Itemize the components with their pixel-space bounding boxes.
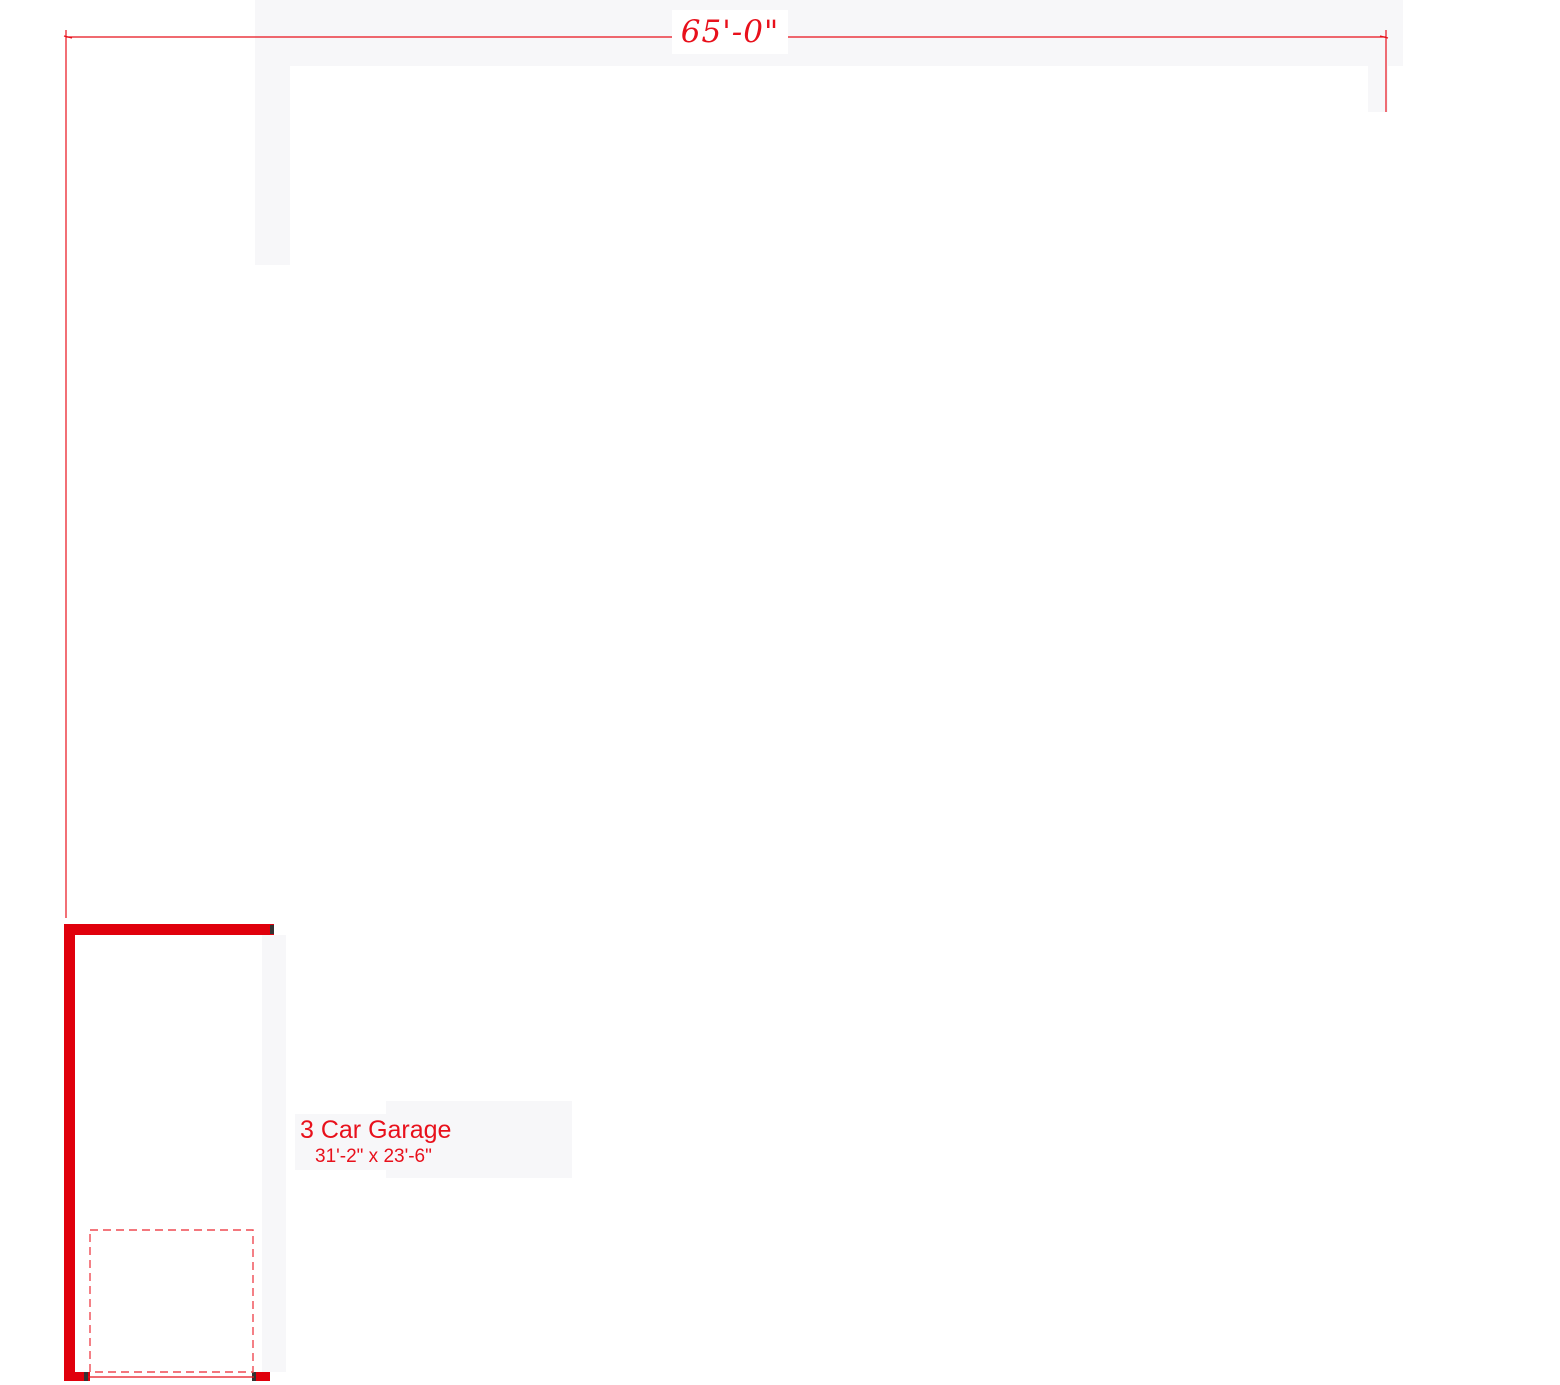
ghost-wall-top [255,0,1403,66]
garage-wall-left [64,924,75,1379]
room-name-label: 3 Car Garage [300,1116,452,1144]
dimension-tick-right [1379,35,1389,39]
overall-dimension-line [63,30,1389,918]
dashed-overhead-outline [89,1229,254,1373]
garage-walls [64,924,274,1381]
overall-dimension-label: 65'-0" [672,10,788,54]
wall-end-caps [84,925,274,1381]
room-size-label: 31'-2" x 23'-6" [315,1146,432,1167]
ghost-wall-right [1368,66,1388,112]
dimension-tick-left [63,35,73,39]
room-label-background [295,1114,390,1170]
garage-wall-bottom-left [64,1372,90,1381]
room-label-background-extension [386,1101,572,1178]
garage-wall-top [64,924,274,935]
ghost-wall-garage-side [262,935,286,1372]
ghost-wall-left [255,66,290,265]
garage-wall-bottom-right [252,1372,270,1381]
